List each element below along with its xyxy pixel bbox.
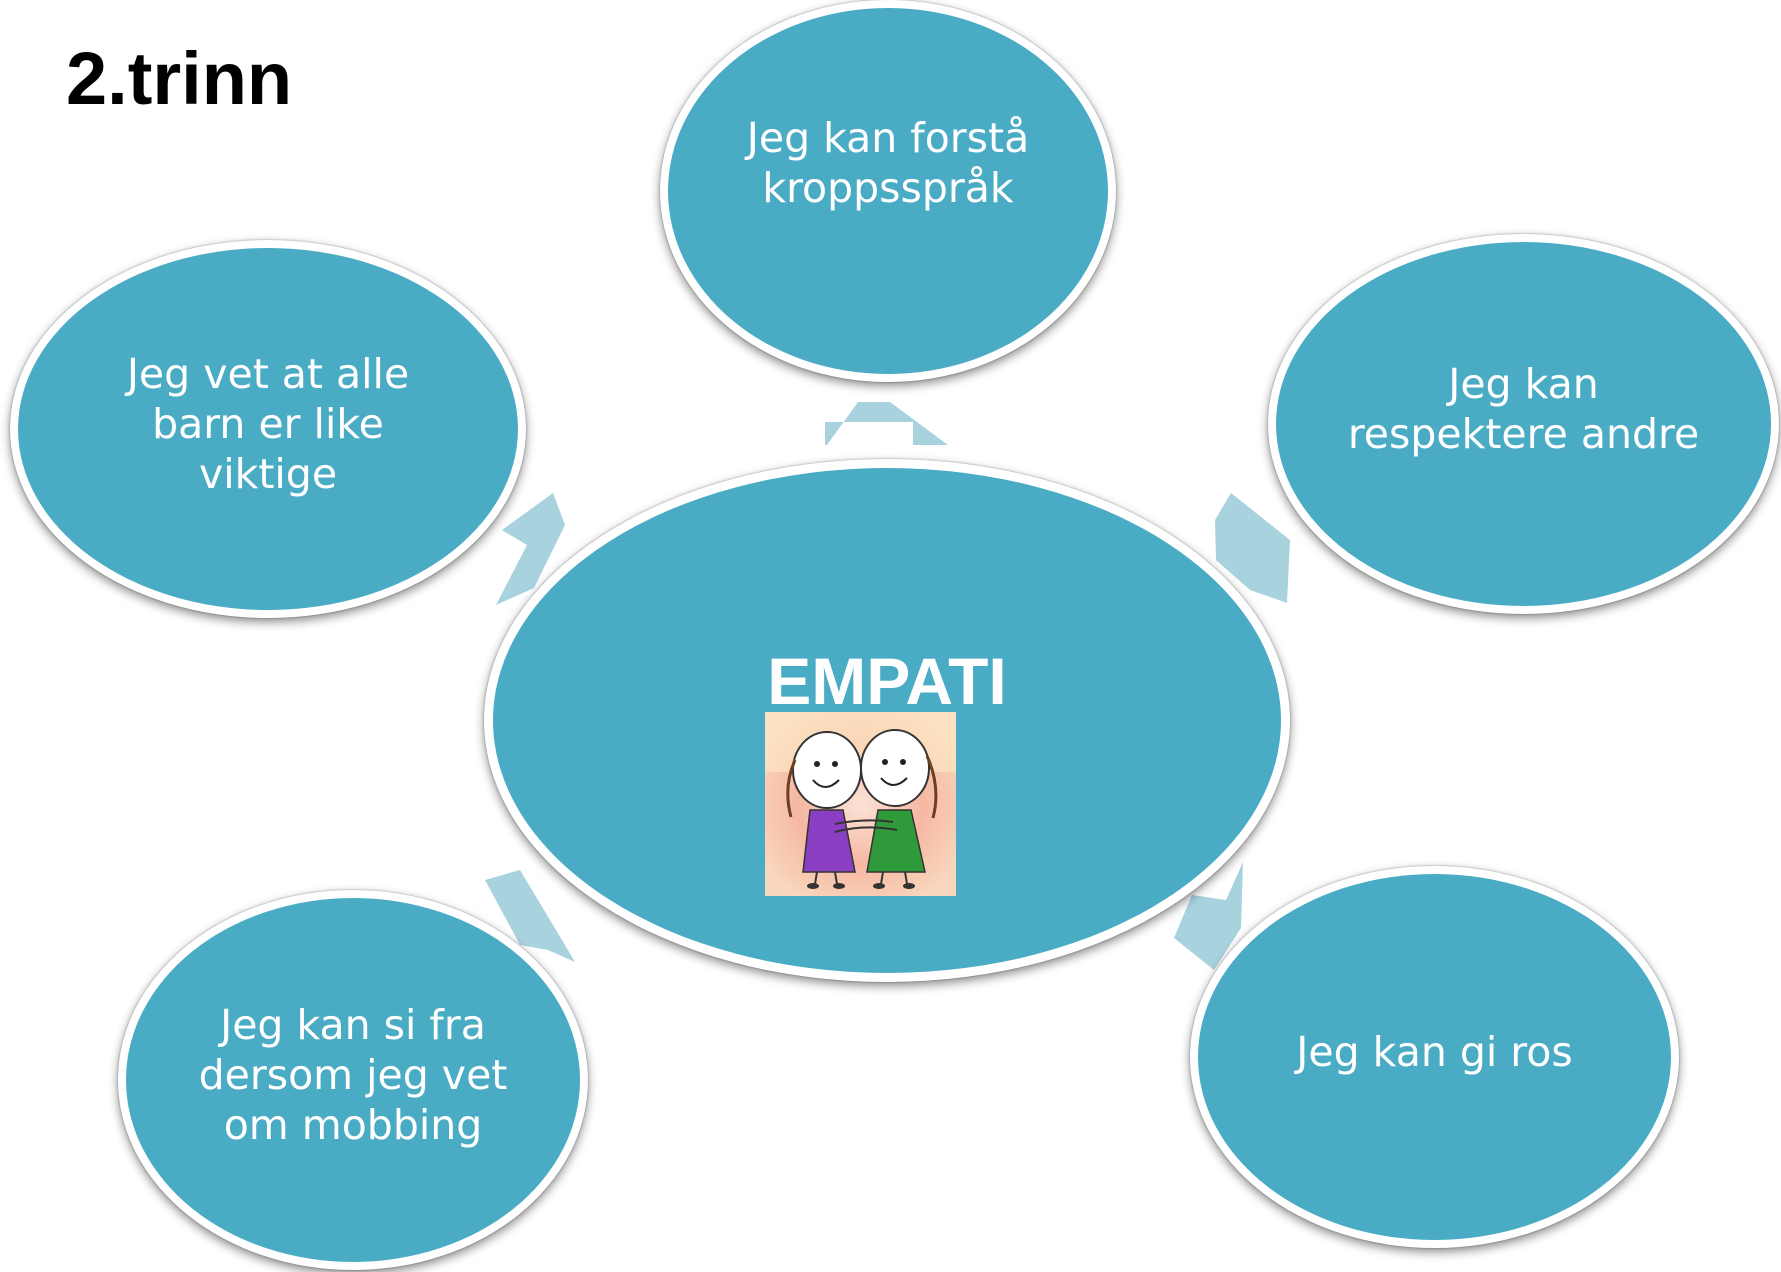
bubble-bottom-right: Jeg kan gi ros [1190, 866, 1679, 1248]
center-label: EMPATI [767, 644, 1007, 718]
two-children-hugging-drawing [765, 712, 956, 896]
bubble-left: Jeg vet at alle barn er like viktige [10, 240, 526, 618]
page-title: 2.trinn [66, 37, 293, 120]
bubble-top-text: Jeg kan forstå kroppsspråk [746, 114, 1030, 212]
bubble-left-text: Jeg vet at alle barn er like viktige [126, 350, 410, 498]
arrow-up-icon [825, 402, 948, 445]
arrow-down-right-icon [1174, 862, 1243, 970]
arrow-up-right-icon [1215, 493, 1290, 603]
bubble-bottom-left: Jeg kan si fra dersom jeg vet om mobbing [118, 890, 588, 1270]
bubble-bottom-left-text: Jeg kan si fra dersom jeg vet om mobbing [198, 1001, 508, 1149]
bubble-bottom-right-text: Jeg kan gi ros [1296, 1028, 1573, 1076]
bubble-top: Jeg kan forstå kroppsspråk [660, 0, 1116, 382]
bubble-right-text: Jeg kan respektere andre [1347, 360, 1700, 458]
arrow-down-left-icon [485, 870, 575, 962]
bubble-right: Jeg kan respektere andre [1268, 234, 1779, 614]
arrow-up-left-icon [496, 493, 565, 605]
